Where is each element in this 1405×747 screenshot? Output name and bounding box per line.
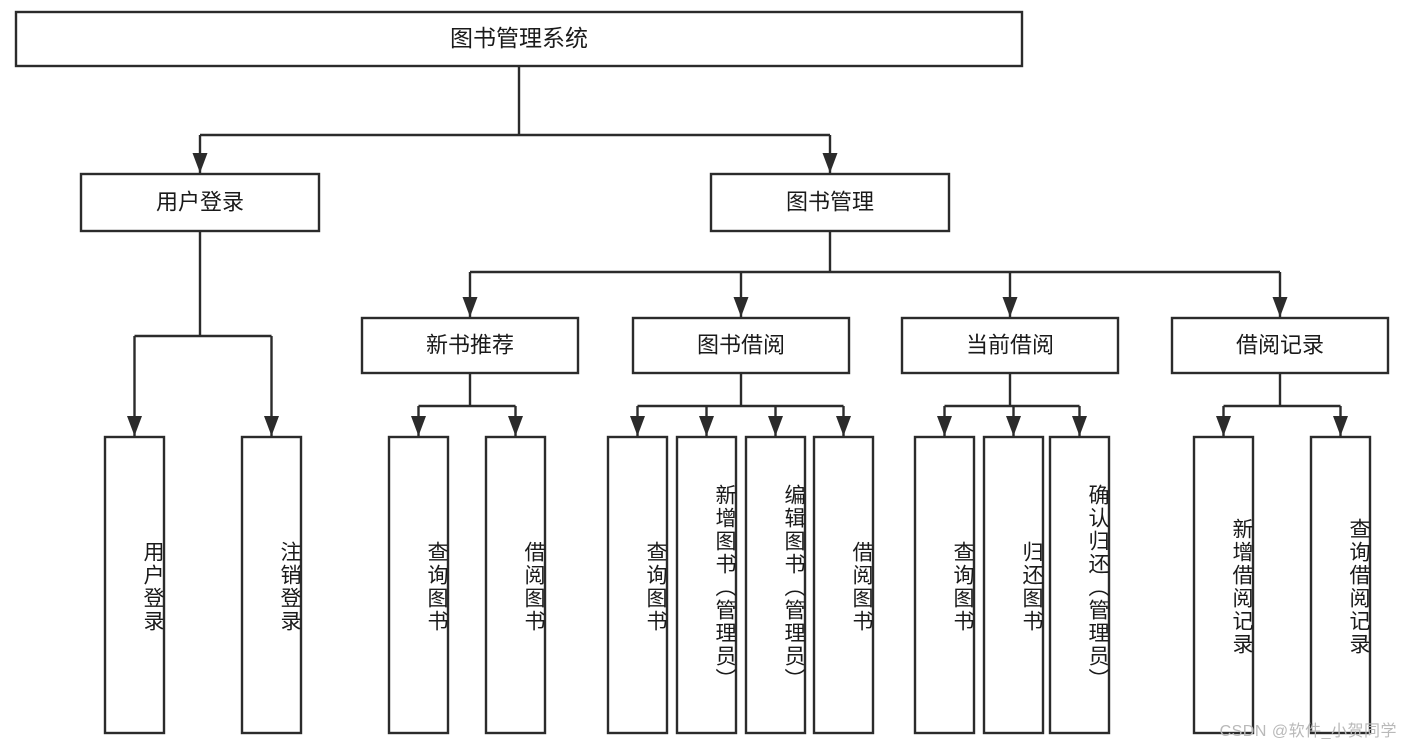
arrow-head-icon [836,416,851,436]
arrow-head-icon [1272,297,1288,317]
arrow-head-icon [1333,416,1348,436]
node-label-用户登录: 用户登录 [156,189,244,214]
node-box-图书借阅[interactable] [631,316,851,375]
arrow-head-icon [699,416,714,436]
node-box-root[interactable] [14,10,1024,68]
leaf-box-新书推荐-1[interactable] [484,435,547,735]
watermark-text: CSDN @软件_小贺同学 [1219,723,1397,740]
arrow-head-icon [127,416,142,436]
node-box-新书推荐[interactable] [360,316,580,375]
arrow-head-icon [1216,416,1231,436]
node-box-用户登录[interactable] [79,172,321,233]
node-label-图书管理: 图书管理 [786,189,874,214]
arrow-head-icon [1002,297,1018,317]
node-box-借阅记录[interactable] [1170,316,1390,375]
node-label-新书推荐: 新书推荐 [426,332,514,357]
arrow-head-icon [508,416,523,436]
box-layer [14,10,1390,735]
node-label-借阅记录: 借阅记录 [1236,332,1324,357]
node-label-当前借阅: 当前借阅 [966,332,1054,357]
node-label-root: 图书管理系统 [450,25,588,51]
leaf-box-借阅记录-1[interactable] [1309,435,1372,735]
leaf-box-借阅记录-0[interactable] [1192,435,1255,735]
leaf-box-图书借阅-1[interactable] [675,435,738,735]
leaf-box-用户登录-1[interactable] [240,435,303,735]
arrow-head-icon [630,416,645,436]
arrow-head-icon [822,153,838,173]
leaf-box-用户登录-0[interactable] [103,435,166,735]
arrow-head-icon [462,297,478,317]
arrow-head-icon [1006,416,1021,436]
connector-layer [127,66,1348,436]
node-box-图书管理[interactable] [709,172,951,233]
arrow-head-icon [1072,416,1087,436]
node-box-当前借阅[interactable] [900,316,1120,375]
leaf-box-当前借阅-1[interactable] [982,435,1045,735]
arrow-head-icon [733,297,749,317]
arrow-head-icon [768,416,783,436]
leaf-box-图书借阅-0[interactable] [606,435,669,735]
leaf-box-当前借阅-2[interactable] [1048,435,1111,735]
leaf-box-当前借阅-0[interactable] [913,435,976,735]
arrow-head-icon [411,416,426,436]
node-label-图书借阅: 图书借阅 [697,332,785,357]
leaf-box-图书借阅-3[interactable] [812,435,875,735]
arrow-head-icon [192,153,208,173]
leaf-box-图书借阅-2[interactable] [744,435,807,735]
arrow-head-icon [264,416,279,436]
arrow-head-icon [937,416,952,436]
leaf-box-新书推荐-0[interactable] [387,435,450,735]
